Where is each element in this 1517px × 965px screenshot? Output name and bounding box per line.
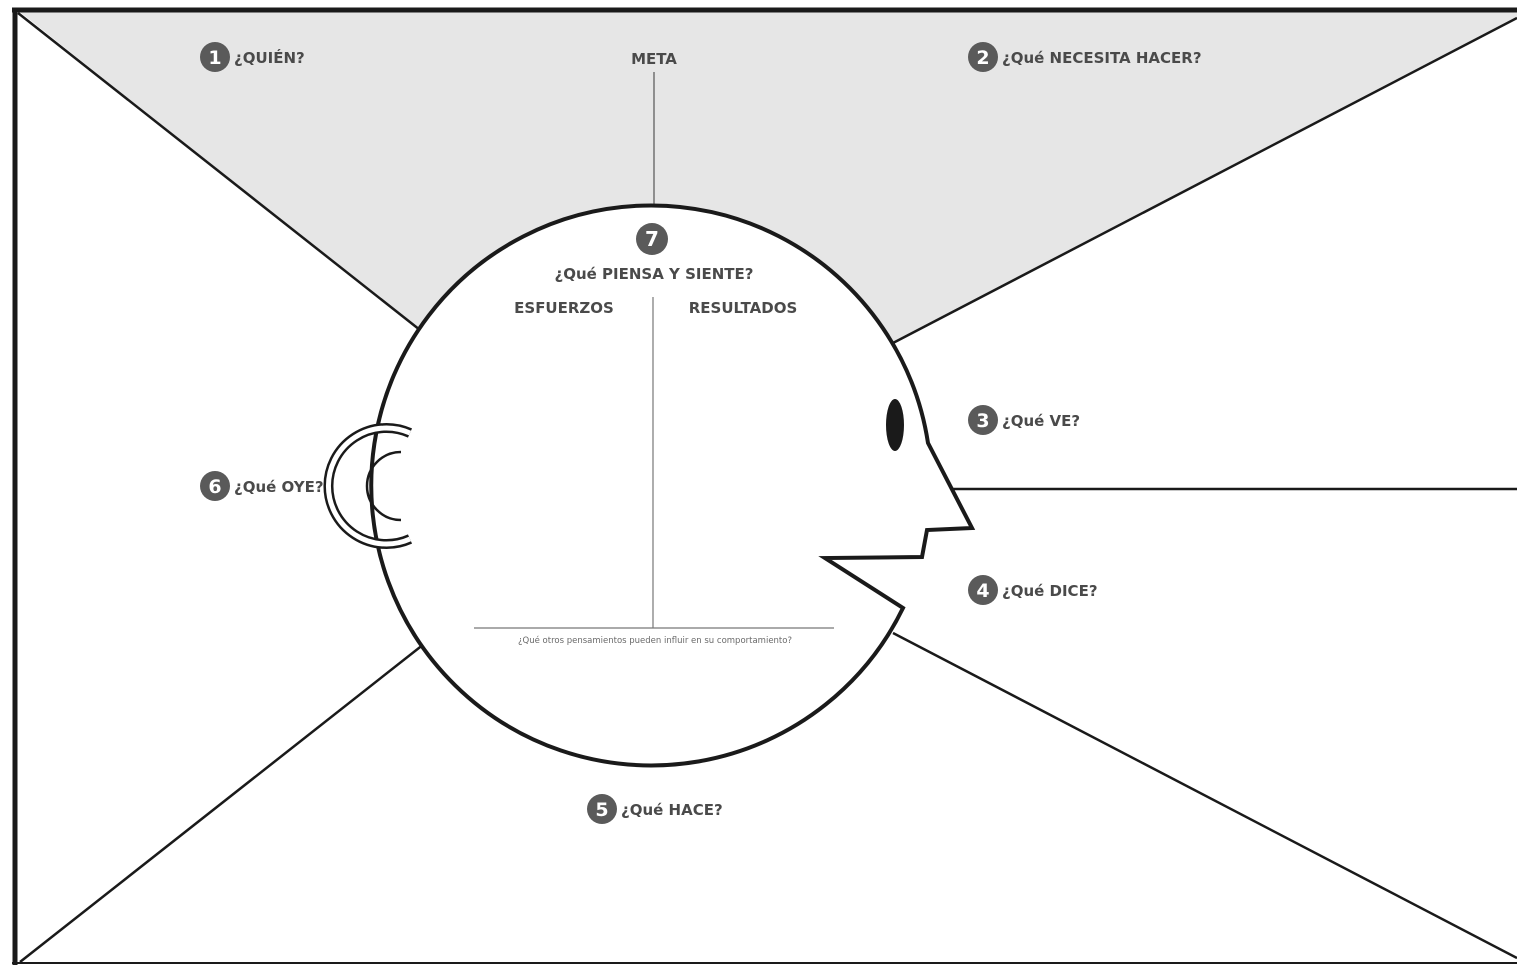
section-2-badge	[968, 42, 998, 72]
section-5-badge	[587, 794, 617, 824]
section-7-number: 7	[645, 227, 659, 251]
ear-inner-icon	[365, 450, 402, 522]
goal-label: META	[631, 50, 677, 68]
eye-icon	[886, 399, 904, 451]
top-region	[20, 12, 1517, 343]
divider-top-right	[892, 16, 1517, 345]
section-1-number: 1	[208, 47, 221, 69]
section-3-label: ¿Qué VE?	[1002, 412, 1080, 430]
section-5-label: ¿Qué HACE?	[621, 801, 723, 819]
other-thoughts-question: ¿Qué otros pensamientos pueden influir e…	[518, 635, 792, 646]
section-6-label: ¿Qué OYE?	[234, 478, 324, 496]
section-2-label: ¿Qué NECESITA HACER?	[1002, 49, 1202, 67]
section-1-badge	[200, 42, 230, 72]
section-4-badge	[968, 575, 998, 605]
efforts-column-label: ESFUERZOS	[514, 299, 614, 317]
section-6-badge	[200, 471, 230, 501]
section-5-number: 5	[595, 799, 608, 821]
section-2-number: 2	[976, 47, 989, 69]
divider-top-left	[17, 12, 421, 331]
section-7-label: ¿Qué PIENSA Y SIENTE?	[555, 265, 754, 283]
section-7-badge	[636, 223, 668, 255]
results-column-label: RESULTADOS	[689, 299, 798, 317]
section-6-number: 6	[208, 476, 221, 498]
divider-bottom-right	[892, 631, 1517, 960]
section-4-number: 4	[976, 580, 989, 602]
section-3-number: 3	[976, 410, 989, 432]
divider-bottom-left	[19, 643, 425, 963]
section-1-label: ¿QUIÉN?	[234, 48, 305, 67]
section-4-label: ¿Qué DICE?	[1002, 582, 1098, 600]
head-outline	[369, 203, 976, 768]
section-3-badge	[968, 405, 998, 435]
ear-outer-inner-icon	[326, 425, 412, 547]
